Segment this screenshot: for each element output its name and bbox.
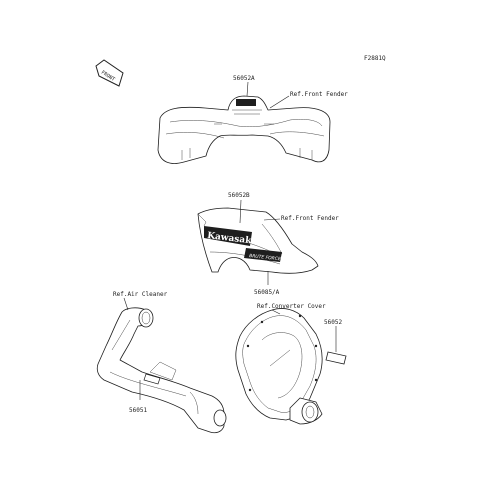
label-ref-air-cleaner: Ref.Air Cleaner	[113, 291, 168, 298]
air-cleaner-duct	[96, 307, 227, 434]
label-ref-front-fender-1: Ref.Front Fender	[290, 91, 348, 98]
label-56051: 56051	[129, 407, 147, 414]
front-fender-panel: Kawasaki BRUTE FORCE	[197, 207, 319, 274]
decal-56052	[325, 351, 347, 365]
decal-56052a	[236, 99, 256, 106]
rear-fender	[157, 95, 331, 164]
decal-56051	[143, 373, 161, 385]
brute-force-decal-text: BRUTE FORCE	[249, 253, 281, 262]
leader-56052A	[246, 81, 249, 97]
leader-ref-converter-cover	[271, 309, 281, 315]
label-ref-front-fender-2: Ref.Front Fender	[281, 215, 339, 222]
brute-force-decal-band	[244, 248, 282, 262]
leader-ref-front-fender-1	[269, 95, 290, 109]
leader-56052B	[239, 199, 242, 224]
leader-ref-air-cleaner	[123, 297, 129, 311]
leader-ref-front-fender-2	[263, 218, 281, 221]
label-56052: 56052	[324, 319, 342, 326]
label-56052B: 56052B	[228, 192, 250, 199]
label-ref-converter-cover: Ref.Converter Cover	[257, 303, 326, 310]
label-56052A: 56052A	[233, 75, 255, 82]
kawasaki-decal-band	[204, 226, 252, 246]
front-arrow-icon: FRONT	[95, 59, 124, 87]
label-56085A: 56085/A	[254, 289, 280, 296]
converter-cover	[235, 308, 323, 425]
diagram-code: F2881Q	[364, 55, 386, 62]
